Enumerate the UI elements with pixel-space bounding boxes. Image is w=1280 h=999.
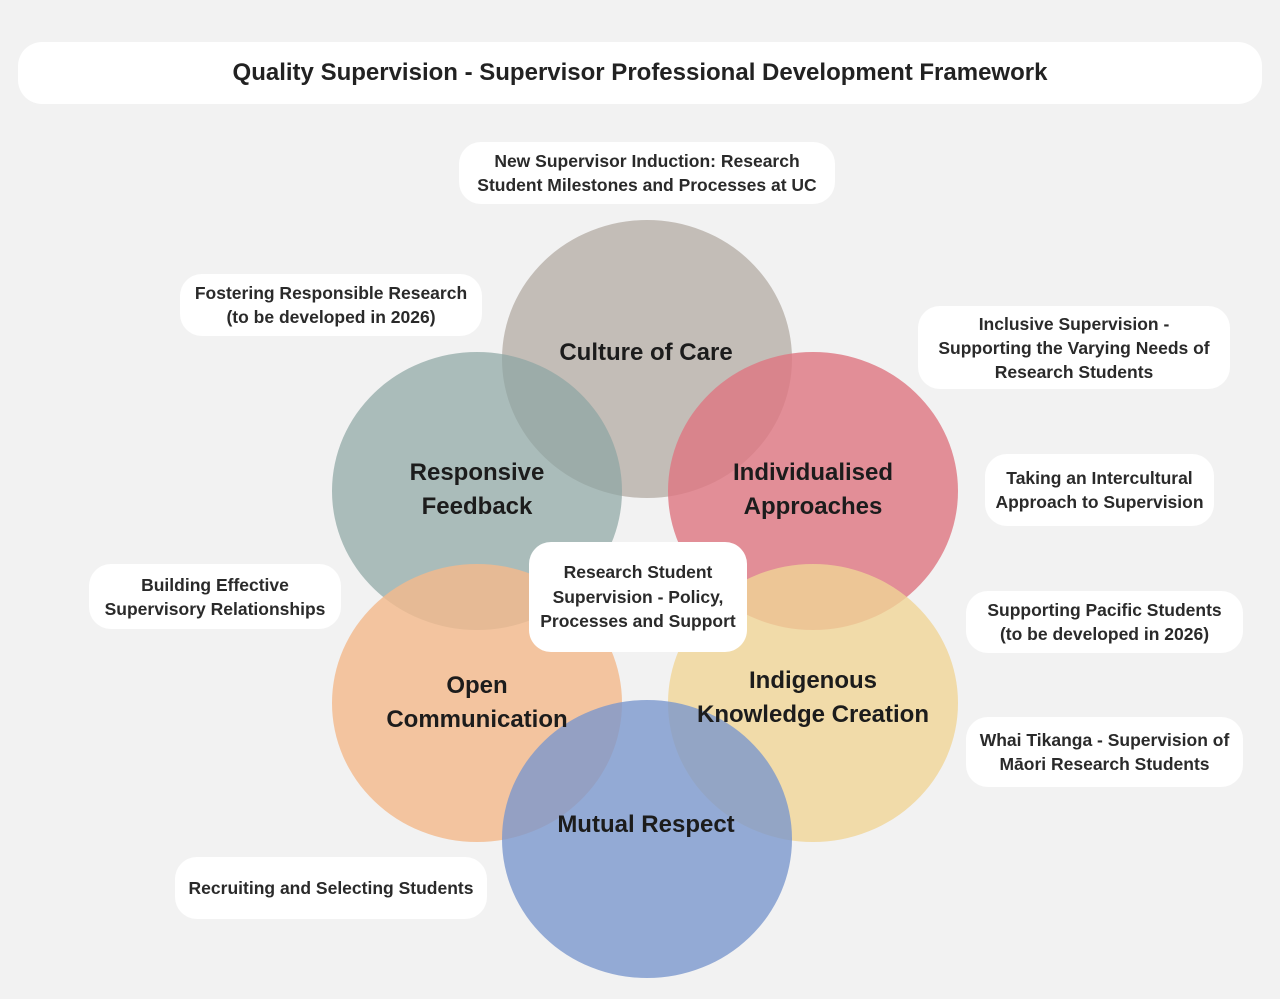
module-new-supervisor-induction[interactable]: New Supervisor Induction: Research Stude… — [459, 142, 835, 204]
label-individualised-approaches: Individualised Approaches — [732, 459, 894, 520]
circle-mutual-respect[interactable] — [502, 700, 792, 978]
label-mutual-respect: Mutual Respect — [557, 811, 735, 838]
label-responsive-feedback: Responsive Feedback — [409, 459, 545, 520]
module-recruiting-selecting-students[interactable]: Recruiting and Selecting Students — [175, 857, 487, 919]
page-title: Quality Supervision - Supervisor Profess… — [18, 42, 1262, 104]
module-inclusive-supervision[interactable]: Inclusive Supervision - Supporting the V… — [918, 306, 1230, 389]
label-open-communication: Open Communication — [386, 672, 568, 733]
module-building-relationships[interactable]: Building Effective Supervisory Relations… — [89, 564, 341, 629]
center-policy-box[interactable]: Research Student Supervision - Policy, P… — [529, 542, 747, 652]
module-supporting-pacific-students[interactable]: Supporting Pacific Students (to be devel… — [966, 591, 1243, 653]
module-fostering-responsible-research[interactable]: Fostering Responsible Research (to be de… — [180, 274, 482, 336]
label-culture-of-care: Culture of Care — [559, 339, 733, 366]
module-whai-tikanga[interactable]: Whai Tikanga - Supervision of Māori Rese… — [966, 717, 1243, 787]
module-intercultural-approach[interactable]: Taking an Intercultural Approach to Supe… — [985, 454, 1214, 526]
label-indigenous-knowledge-creation: Indigenous Knowledge Creation — [696, 667, 930, 728]
